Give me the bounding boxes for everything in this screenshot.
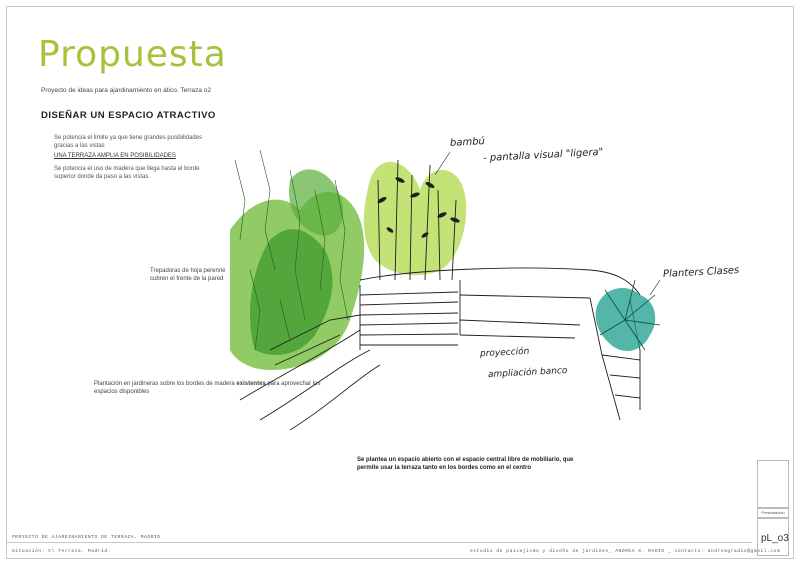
section-heading: DISEÑAR UN ESPACIO ATRACTIVO <box>41 110 216 121</box>
footer-divider <box>6 542 752 543</box>
annotation-planters-bold: existentes <box>236 381 266 387</box>
wooden-bench <box>239 267 641 430</box>
sheet-number: pL_o3 <box>761 533 789 544</box>
intro-paragraph-2: Se potencia el uso de madera que llega h… <box>54 166 200 180</box>
annotation-climbers: Trepadoras de hoja perenne cubren el fre… <box>150 268 226 282</box>
intro-paragraph-1: Se potencia el límite ya que tiene grand… <box>54 135 203 149</box>
handnote-bamboo: bambú <box>449 136 486 149</box>
title-block-image <box>757 460 789 508</box>
annotation-planters-prefix: Plantación en jardineras sobre los borde… <box>94 381 237 387</box>
page-subtitle: Proyecto de ideas para ajardinamiento en… <box>41 87 212 94</box>
terrace-sketch <box>230 149 661 430</box>
annotation-planters-suffix: para aprovechar los espacios disponibles <box>94 381 321 395</box>
title-block-label: Presentación <box>757 508 789 518</box>
annotation-planters: Plantación en jardineras sobre los borde… <box>94 381 344 396</box>
page-title: Propuesta <box>38 34 227 75</box>
footer-project: PROYECTO DE AJARDINAMIENTO DE TERRAZA. M… <box>12 535 161 540</box>
planter-plant <box>595 279 661 352</box>
sheet-label: Presentación <box>761 510 785 515</box>
intro-subheading: UNA TERRAZA AMPLIA EN POSIBILIDADES <box>54 153 176 159</box>
annotation-open-space: Se plantea un espacio abierto con el esp… <box>357 457 574 471</box>
title-block-sheet: pL_o3 <box>757 518 789 556</box>
footer-studio: estudio de paisajismo y diseño de jardin… <box>470 549 781 554</box>
page-frame <box>6 6 794 559</box>
footer-location: Situación: C\ Terraza. Madrid. <box>12 549 112 554</box>
bamboo-plants <box>363 159 467 281</box>
climbing-foliage <box>230 149 365 370</box>
